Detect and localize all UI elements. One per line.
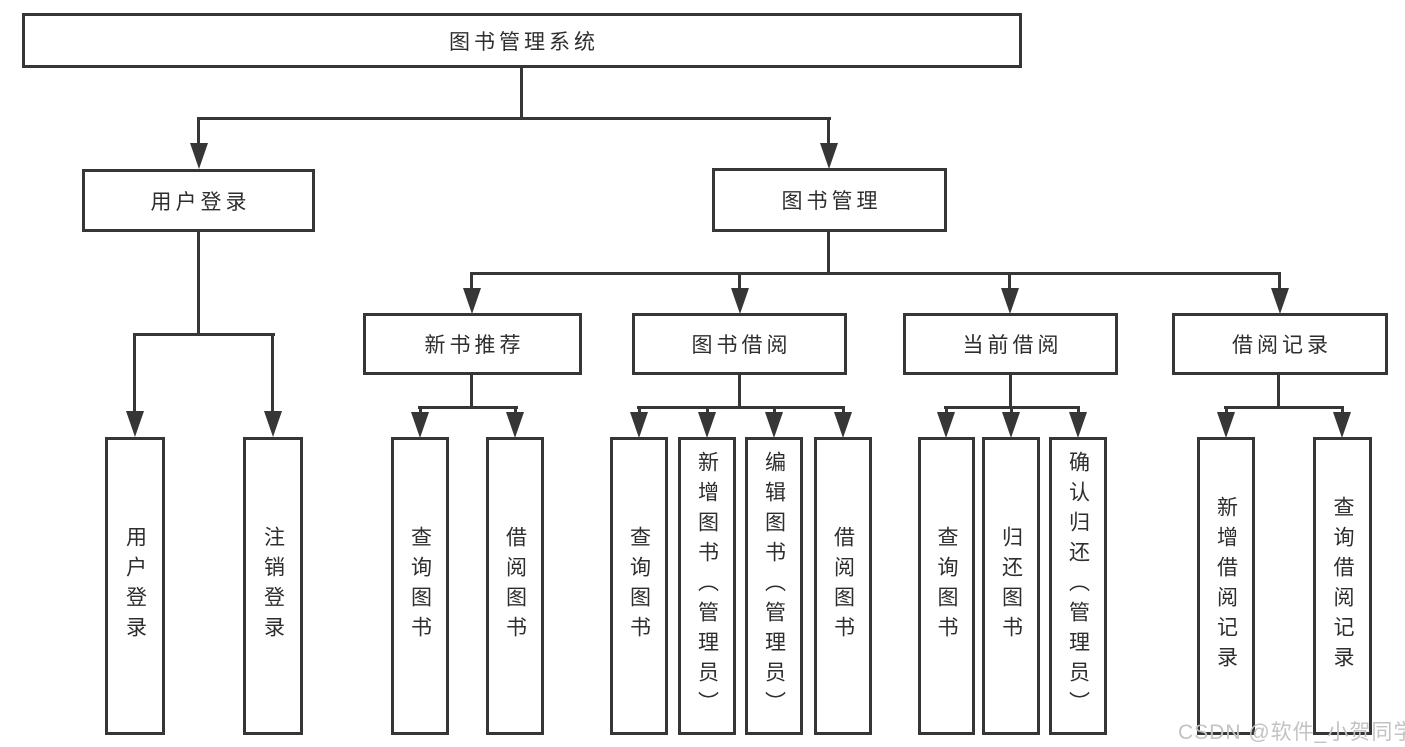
connector-line [827, 232, 830, 274]
connector-line [706, 406, 709, 415]
leaf-label: 注销登录 [261, 526, 285, 646]
connector-line [1010, 406, 1013, 415]
connector-line [1225, 406, 1228, 415]
node-new-book-recommendation: 新书推荐 [363, 313, 582, 375]
arrowhead-down-icon [731, 288, 749, 314]
arrowhead-down-icon [820, 143, 838, 169]
arrowhead-down-icon [1333, 412, 1351, 438]
leaf-query-books-borrowing: 查询图书 [610, 437, 668, 735]
node-label: 新书推荐 [424, 334, 525, 357]
leaf-add-books-admin: 新增图书（管理员） [678, 437, 736, 735]
node-library-management-system: 图书管理系统 [22, 13, 1022, 68]
connector-line [419, 406, 422, 415]
connector-line [1009, 372, 1012, 408]
connector-line [514, 406, 517, 415]
leaf-label: 归还图书 [999, 526, 1023, 646]
connector-line [197, 117, 200, 145]
connector-line [418, 406, 518, 409]
connector-line [470, 272, 1281, 275]
leaf-logout: 注销登录 [243, 437, 303, 735]
connector-line [773, 406, 776, 415]
connector-line [470, 272, 473, 290]
node-borrowing-records: 借阅记录 [1172, 313, 1388, 375]
leaf-label: 借阅图书 [831, 526, 855, 646]
connector-line [1278, 272, 1281, 290]
leaf-label: 用户登录 [123, 526, 147, 646]
leaf-return-books: 归还图书 [982, 437, 1040, 735]
connector-line [1077, 406, 1080, 415]
leaf-confirm-return-admin: 确认归还（管理员） [1049, 437, 1107, 735]
leaf-label: 查询图书 [935, 526, 958, 646]
connector-line [197, 117, 831, 120]
arrowhead-down-icon [1217, 412, 1235, 438]
connector-line [1341, 406, 1344, 415]
arrowhead-down-icon [1271, 288, 1289, 314]
node-label: 图书管理 [781, 190, 882, 213]
connector-line [827, 117, 830, 145]
connector-line [638, 406, 641, 415]
leaf-label: 新增图书（管理员） [695, 451, 719, 721]
arrowhead-down-icon [126, 411, 144, 437]
node-label: 借阅记录 [1232, 334, 1332, 357]
arrowhead-down-icon [698, 412, 716, 438]
leaf-query-books-current: 查询图书 [918, 437, 975, 735]
node-label: 图书借阅 [691, 334, 792, 357]
leaf-edit-books-admin: 编辑图书（管理员） [745, 437, 803, 735]
connector-line [637, 406, 845, 409]
arrowhead-down-icon [1069, 412, 1087, 438]
leaf-label: 查询借阅记录 [1331, 496, 1354, 676]
arrowhead-down-icon [264, 411, 282, 437]
connector-line [197, 232, 200, 335]
leaf-label: 借阅图书 [503, 526, 527, 646]
leaf-add-borrow-record: 新增借阅记录 [1197, 437, 1255, 735]
connector-line [842, 406, 845, 415]
watermark: CSDN @软件_小贺同学 [1178, 721, 1405, 744]
leaf-query-borrow-record: 查询借阅记录 [1313, 437, 1372, 735]
node-book-borrowing: 图书借阅 [632, 313, 847, 375]
leaf-label: 查询图书 [627, 526, 651, 646]
node-current-borrowing: 当前借阅 [903, 313, 1118, 375]
leaf-label: 新增借阅记录 [1214, 496, 1238, 676]
leaf-query-books-recommend: 查询图书 [391, 437, 449, 735]
connector-line [738, 372, 741, 408]
leaf-label: 编辑图书（管理员） [762, 451, 786, 721]
arrowhead-down-icon [630, 412, 648, 438]
connector-line [271, 333, 274, 413]
connector-line [133, 333, 136, 413]
arrowhead-down-icon [506, 412, 524, 438]
connector-line [520, 68, 523, 118]
connector-line [738, 272, 741, 290]
node-user-login: 用户登录 [82, 169, 315, 232]
leaf-borrow-books-recommend: 借阅图书 [486, 437, 544, 735]
connector-line [133, 333, 275, 336]
connector-line [1277, 372, 1280, 408]
connector-line [1008, 272, 1011, 290]
arrowhead-down-icon [463, 288, 481, 314]
node-book-management: 图书管理 [712, 168, 947, 232]
connector-line [1224, 406, 1344, 409]
arrowhead-down-icon [190, 143, 208, 169]
leaf-label: 确认归还（管理员） [1066, 451, 1090, 721]
connector-line [945, 406, 948, 415]
arrowhead-down-icon [765, 412, 783, 438]
arrowhead-down-icon [1001, 288, 1019, 314]
connector-line [470, 372, 473, 408]
leaf-label: 查询图书 [408, 526, 432, 646]
node-label: 用户登录 [150, 190, 251, 214]
node-label: 图书管理系统 [449, 30, 599, 54]
leaf-borrow-books-borrowing: 借阅图书 [814, 437, 872, 735]
arrowhead-down-icon [411, 412, 429, 438]
leaf-user-login: 用户登录 [105, 437, 165, 735]
node-label: 当前借阅 [962, 334, 1063, 357]
arrowhead-down-icon [937, 412, 955, 438]
arrowhead-down-icon [1002, 412, 1020, 438]
arrowhead-down-icon [834, 412, 852, 438]
